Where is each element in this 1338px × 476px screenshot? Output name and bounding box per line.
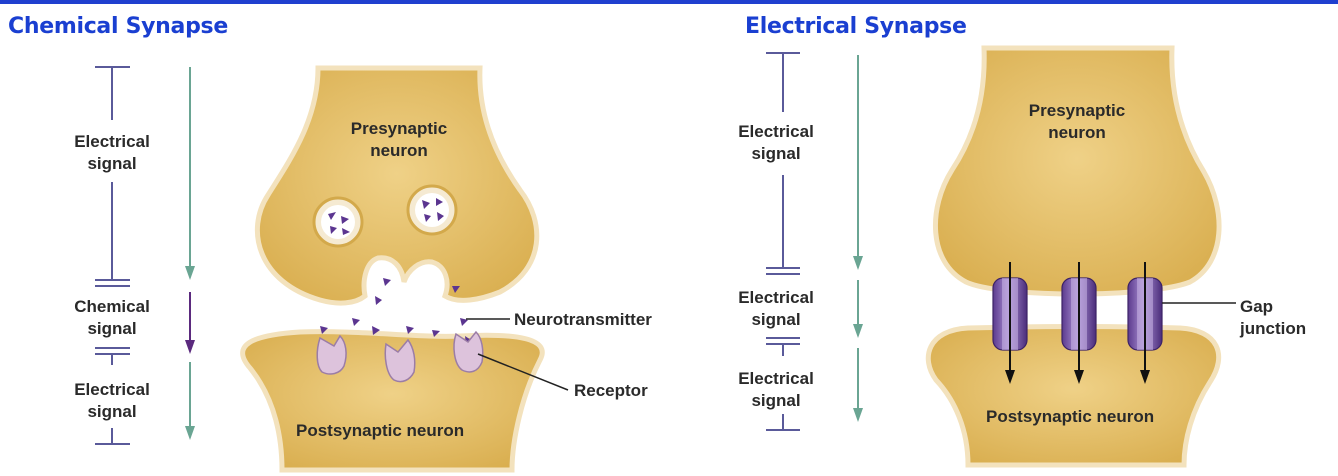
electrical-synapse-heading: Electrical Synapse: [745, 14, 967, 39]
ion-flow-arrows: [1005, 262, 1150, 384]
neurotransmitter-molecules: [320, 278, 471, 344]
electrical-postsynaptic-label: Postsynaptic neuron: [986, 407, 1155, 426]
top-border: [0, 0, 1338, 4]
chemical-signal-bar: [95, 66, 130, 445]
electrical-presynaptic-neuron: [933, 45, 1222, 297]
synaptic-vesicle: [406, 184, 458, 236]
chemical-pointer-lines: [466, 318, 569, 391]
receptor-label: Receptor: [574, 381, 648, 400]
electrical-flow-arrows: [853, 55, 863, 422]
chemical-flow-arrows: [185, 67, 195, 440]
chemical-postsynaptic-label: Postsynaptic neuron: [296, 421, 465, 440]
electrical-signal-bar: [766, 52, 800, 431]
gap-junction-channels: [992, 277, 1163, 351]
receptor-proteins: [316, 330, 484, 383]
chemical-synapse-heading: Chemical Synapse: [8, 14, 228, 39]
chemical-presynaptic-neuron: [254, 65, 540, 306]
synaptic-vesicle: [312, 196, 364, 248]
neurotransmitter-label: Neurotransmitter: [514, 310, 652, 329]
